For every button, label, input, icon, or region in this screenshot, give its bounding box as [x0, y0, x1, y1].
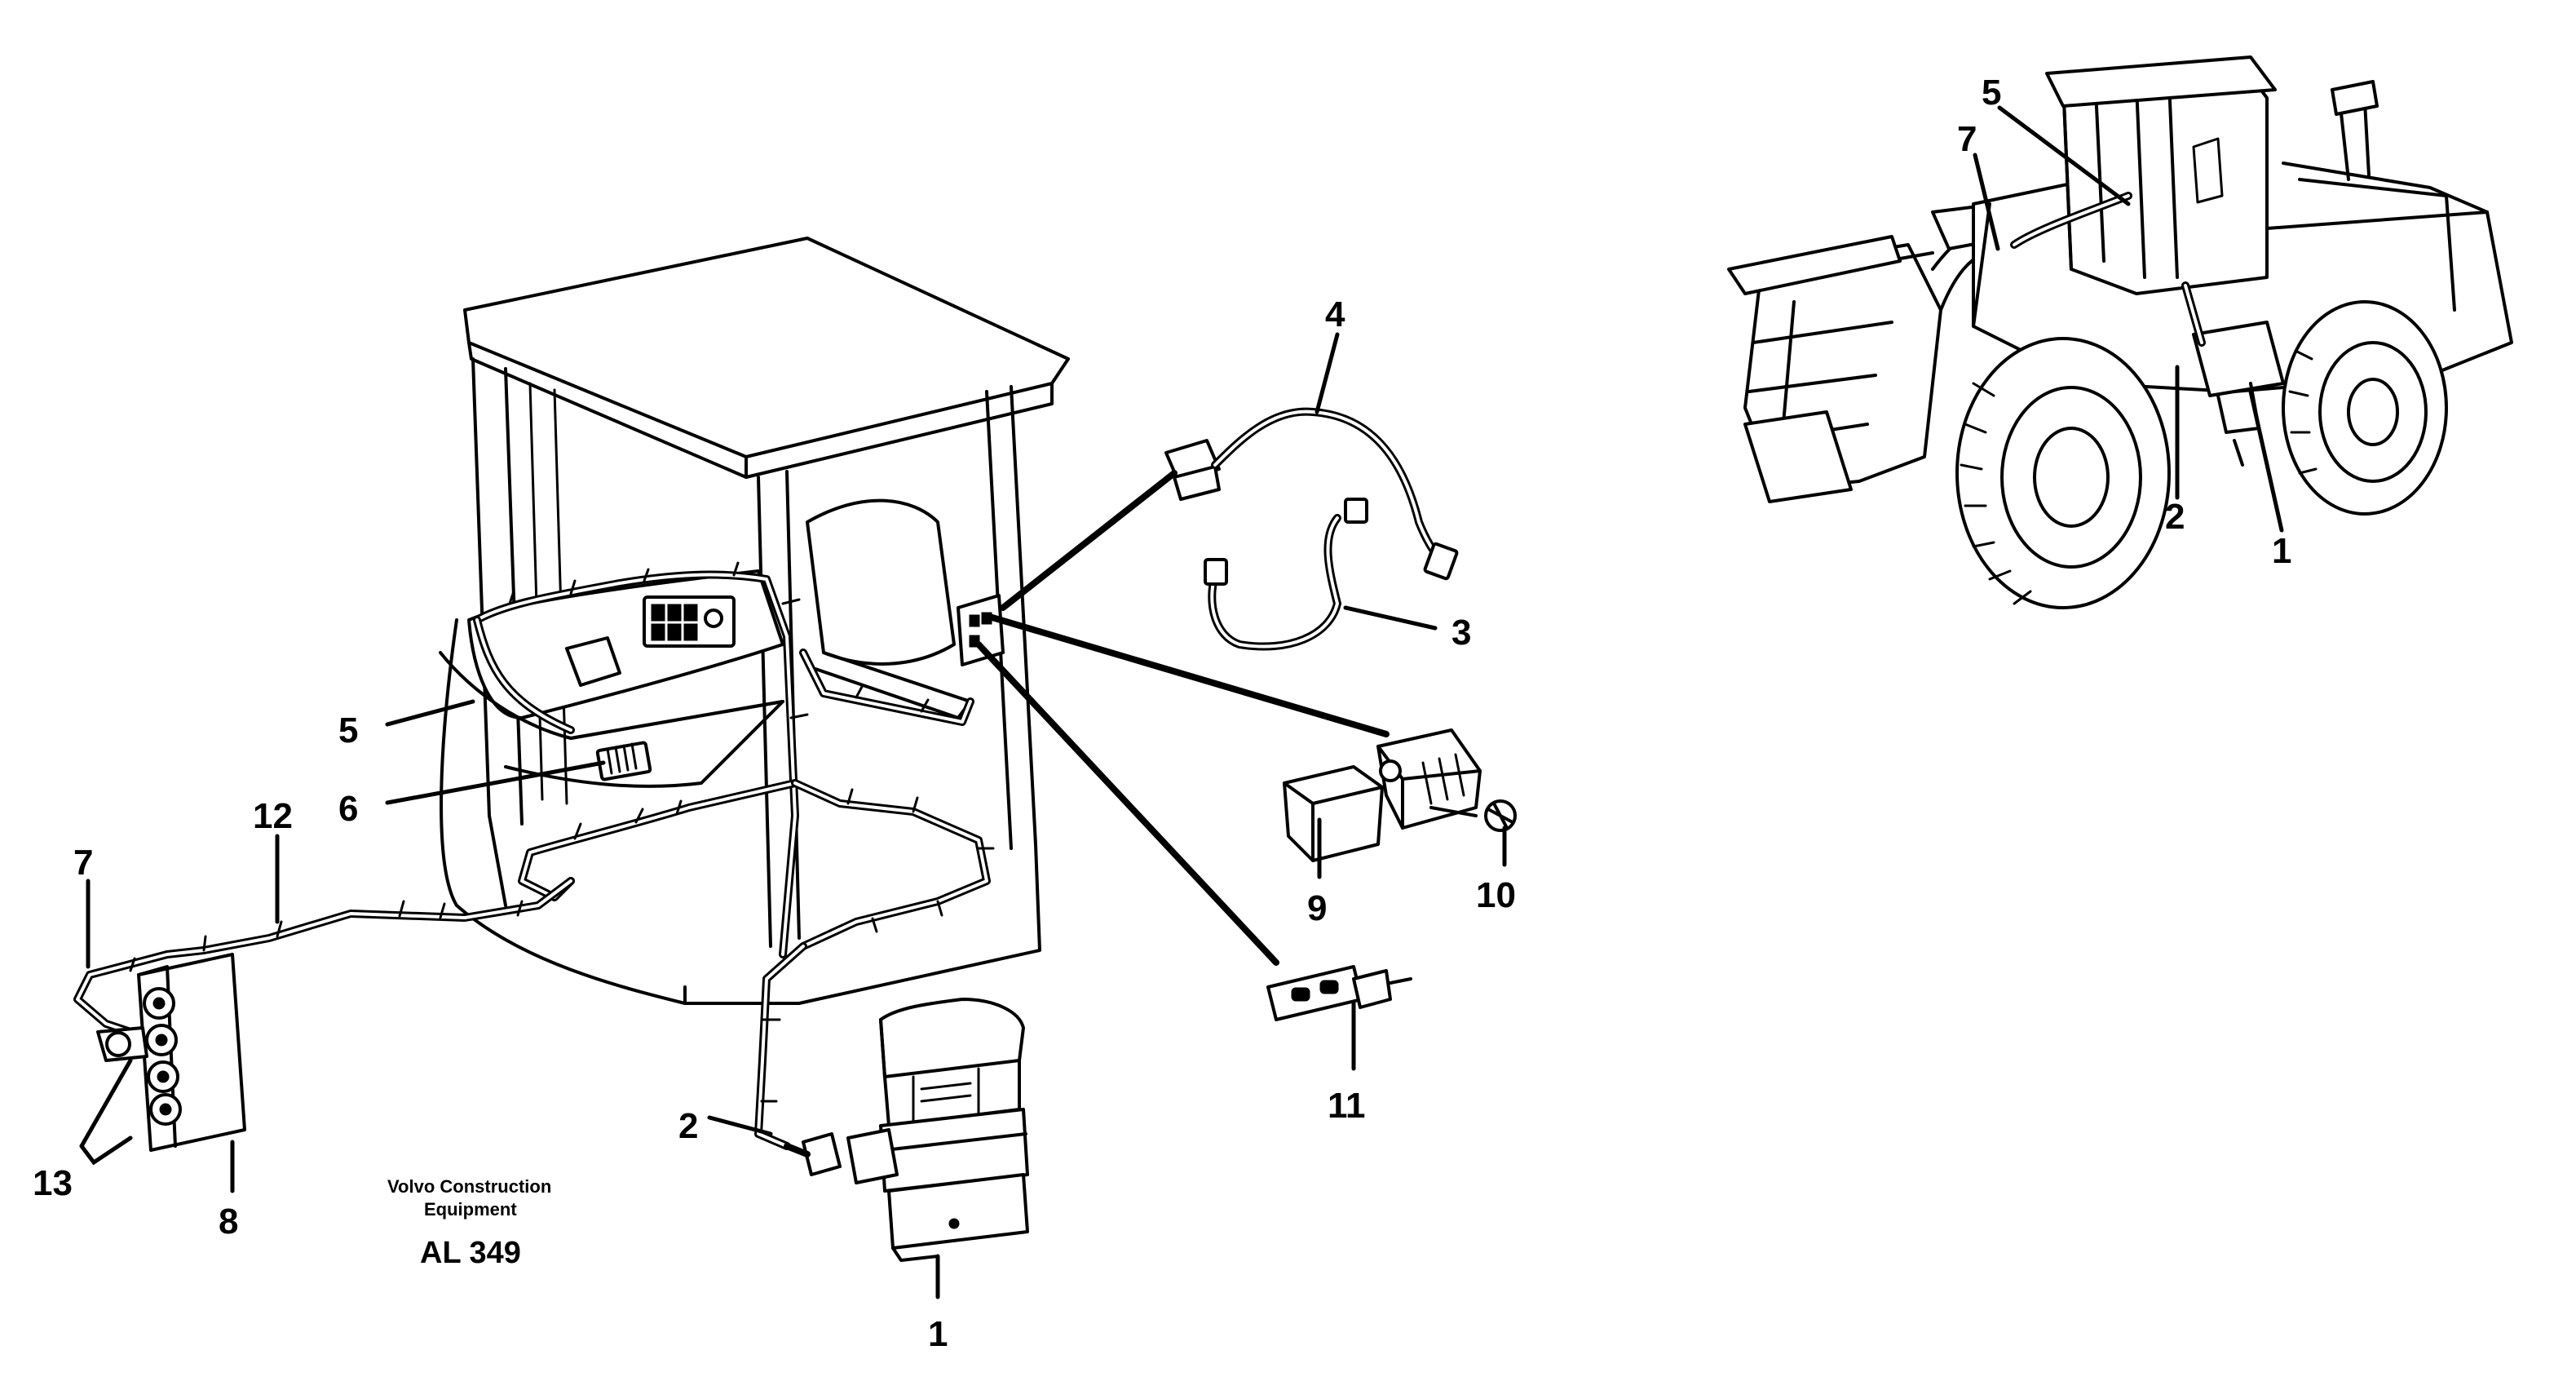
- overview-callout-5: 5: [1982, 73, 2001, 113]
- overview-callout-7: 7: [1957, 119, 1977, 159]
- callout-3: 3: [1451, 613, 1471, 653]
- overview-callout-2: 2: [2165, 497, 2185, 537]
- callout-1: 1: [928, 1314, 948, 1354]
- callout-10: 10: [1476, 875, 1516, 915]
- wheel-loader-illustration: [1727, 55, 2513, 609]
- callout-5: 5: [338, 710, 358, 750]
- relay-bracket: [1283, 728, 1517, 862]
- callout-2: 2: [678, 1106, 698, 1146]
- callouts-overview: 5 7 2 1: [1957, 73, 2291, 571]
- callout-8: 8: [219, 1202, 238, 1242]
- callout-11: 11: [1328, 1086, 1366, 1126]
- drawing-code: AL 349: [420, 1236, 521, 1270]
- wiring-harness-cab: [73, 561, 995, 1150]
- overview-callout-leaders: [1973, 105, 2284, 533]
- callout-9: 9: [1307, 888, 1327, 928]
- callouts-main: 1 2 3 4 5 6 7 8 9 10 11 12 13: [33, 294, 1516, 1354]
- connector-block: [96, 953, 246, 1152]
- callout-6: 6: [338, 789, 358, 829]
- callout-4: 4: [1325, 294, 1345, 334]
- company-line-1: Volvo Construction: [387, 1176, 551, 1197]
- callout-leaders: [79, 332, 1507, 1299]
- harness-4-3: [975, 407, 1459, 966]
- cab-illustration: [439, 237, 1070, 1005]
- company-line-2: Equipment: [424, 1199, 517, 1220]
- callout-7: 7: [73, 843, 93, 883]
- callout-13: 13: [33, 1163, 73, 1203]
- drawing-caption: Volvo Construction Equipment AL 349: [387, 1176, 551, 1270]
- central-unit: [784, 998, 1029, 1262]
- callout-12: 12: [253, 796, 293, 836]
- socket-11: [1266, 965, 1412, 1021]
- overview-callout-1: 1: [2272, 531, 2291, 571]
